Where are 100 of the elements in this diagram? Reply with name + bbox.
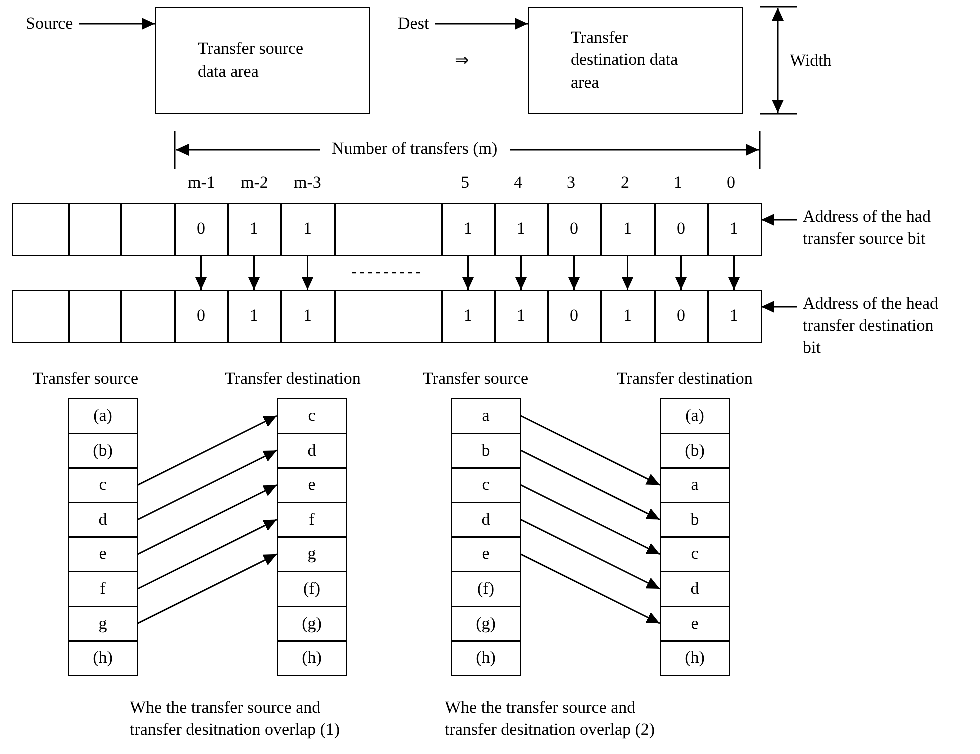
bit-cell: 1 <box>600 290 656 343</box>
arrow <box>195 256 208 290</box>
bit-cell: 0 <box>174 203 228 256</box>
data-cell: f <box>68 571 138 607</box>
bit-cell: 1 <box>494 290 548 343</box>
data-cell: (f) <box>451 571 521 607</box>
data-cell: a <box>660 467 730 504</box>
data-cell: d <box>451 502 521 538</box>
arrow <box>138 519 278 590</box>
arrow <box>622 256 634 290</box>
data-cell: a <box>451 398 521 434</box>
bit-index: 1 <box>674 172 682 194</box>
bit-cell <box>120 290 176 343</box>
arrow <box>515 256 528 290</box>
arrow <box>138 450 278 520</box>
data-cell: g <box>68 606 138 642</box>
data-cell: (f) <box>277 571 347 607</box>
arrow <box>435 18 528 30</box>
bit-cell <box>68 290 122 343</box>
bit-cell: 1 <box>280 203 336 256</box>
data-cell: e <box>660 606 730 642</box>
data-cell: d <box>68 502 138 538</box>
bit-cell: 1 <box>707 203 762 256</box>
column-heading: Transfer destination <box>225 368 361 390</box>
data-cell: c <box>660 536 730 572</box>
bit-cell: 0 <box>174 290 228 343</box>
data-cell: (b) <box>660 432 730 469</box>
data-cell: e <box>277 467 347 504</box>
data-cell: (h) <box>451 640 521 676</box>
bit-cell: 1 <box>441 290 496 343</box>
data-cell: (g) <box>451 606 521 642</box>
address-label: Address of the had transfer source bit <box>803 206 978 250</box>
data-area-box: Transfer destination data area <box>528 7 743 114</box>
pointer-label: Dest <box>398 13 448 36</box>
arrow <box>675 256 688 290</box>
bit-cell: 1 <box>707 290 762 343</box>
address-label: Address of the head transfer destination bit <box>803 293 953 360</box>
bit-cell: 1 <box>280 290 336 343</box>
arrow <box>520 415 660 486</box>
bit-index: 2 <box>621 172 630 194</box>
data-cell: e <box>68 536 138 572</box>
dimension-label: Width <box>790 50 832 72</box>
data-cell: d <box>277 432 347 469</box>
bit-cell: 0 <box>654 290 708 343</box>
arrow <box>138 554 278 624</box>
data-cell: (a) <box>660 398 730 434</box>
bit-index: m-1 <box>188 172 216 194</box>
column-heading: Transfer source <box>33 368 139 390</box>
bit-index: m-3 <box>294 172 322 194</box>
data-cell: (b) <box>68 432 138 469</box>
arrow <box>520 519 660 590</box>
data-cell: b <box>660 502 730 538</box>
column-heading: Transfer destination <box>617 368 753 390</box>
arrow <box>568 256 580 290</box>
data-cell: c <box>68 467 138 504</box>
bit-cell <box>12 203 70 256</box>
data-cell: c <box>277 398 347 434</box>
arrow <box>138 484 278 556</box>
data-cell: e <box>451 536 521 572</box>
arrow <box>138 415 278 486</box>
data-cell: (h) <box>277 640 347 676</box>
arrow <box>520 484 660 556</box>
data-cell: (g) <box>277 606 347 642</box>
bit-index: m-2 <box>241 172 268 194</box>
data-cell: c <box>451 467 521 504</box>
arrow <box>248 256 260 290</box>
data-cell: d <box>660 571 730 607</box>
arrow <box>728 256 740 290</box>
bit-index: 4 <box>514 172 522 194</box>
bit-cell: 1 <box>227 203 282 256</box>
data-cell: b <box>451 432 521 469</box>
data-cell: (h) <box>660 640 730 676</box>
bit-cell: 1 <box>227 290 282 343</box>
bit-cell: 0 <box>654 203 708 256</box>
pointer-label: Source <box>26 13 96 36</box>
bit-cell: 0 <box>547 290 602 343</box>
arrow <box>462 256 474 290</box>
bit-index: 0 <box>727 172 736 194</box>
caption: Whe the transfer source and transfer desitnation overlap (1) <box>130 697 342 742</box>
arrow <box>762 301 797 313</box>
data-cell: (a) <box>68 398 138 434</box>
implies-symbol: ⇒ <box>455 50 469 72</box>
arrow <box>520 554 660 624</box>
data-cell: (h) <box>68 640 138 676</box>
bit-cell <box>12 290 70 343</box>
bit-cell <box>120 203 176 256</box>
data-cell: f <box>277 502 347 538</box>
data-cell: g <box>277 536 347 572</box>
bit-cell <box>334 203 442 256</box>
bit-cell: 0 <box>547 203 602 256</box>
bit-cell <box>68 203 122 256</box>
arrow <box>79 18 155 30</box>
arrow <box>302 256 314 290</box>
bit-cell <box>334 290 442 343</box>
arrow <box>520 450 660 520</box>
bit-cell: 1 <box>441 203 496 256</box>
bit-cell: 1 <box>494 203 548 256</box>
column-heading: Transfer source <box>423 368 529 390</box>
caption: Whe the transfer source and transfer desitnation overlap (2) <box>445 697 656 742</box>
bit-cell: 1 <box>600 203 656 256</box>
